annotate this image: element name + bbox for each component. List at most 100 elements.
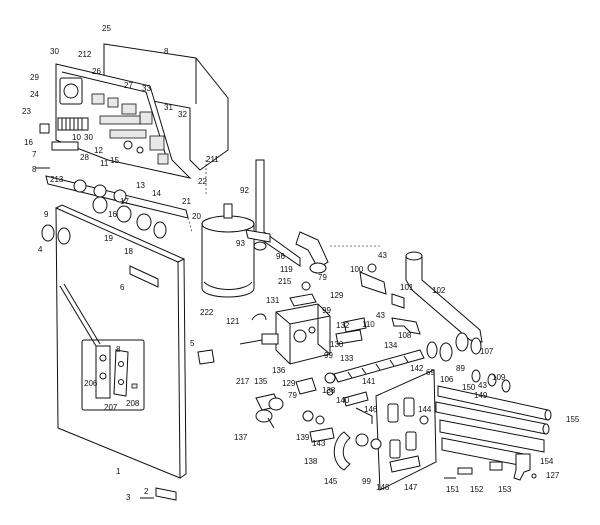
callout-label: 134	[384, 341, 398, 350]
callout-label: 148	[376, 483, 390, 492]
callout-label: 138	[322, 386, 336, 395]
callout-label: 79	[288, 391, 297, 400]
callout-label: 10	[72, 133, 81, 142]
callout-label: 147	[404, 483, 418, 492]
callout-label: 144	[418, 405, 432, 414]
callout-label: 25	[102, 24, 111, 33]
callout-label: 136	[272, 366, 286, 375]
callout-label: 11	[100, 159, 109, 168]
front-casing-panel	[41, 204, 187, 501]
callout-label: 207	[104, 403, 118, 412]
callout-label: 29	[30, 73, 39, 82]
callout-label: 222	[200, 308, 214, 317]
callout-label: 110	[362, 320, 375, 329]
expansion-vessel	[201, 203, 255, 298]
callout-label: 8	[164, 47, 169, 56]
callout-label: 28	[80, 153, 89, 162]
callout-label: 109	[492, 373, 506, 382]
callout-label: 129	[330, 291, 344, 300]
small-fittings	[197, 349, 335, 443]
callout-label: 146	[364, 405, 378, 414]
callout-label: 154	[540, 457, 554, 466]
callout-label: 106	[440, 375, 454, 384]
burner-assembly	[324, 349, 552, 491]
callout-label: 140	[336, 396, 350, 405]
callout-label: 152	[470, 485, 484, 494]
callout-label: 129	[282, 379, 296, 388]
callout-label: 14	[152, 189, 161, 198]
callout-label: 151	[446, 485, 460, 494]
callout-label: 102	[432, 286, 446, 295]
callout-label: 92	[240, 186, 249, 195]
callout-label: 99	[324, 351, 333, 360]
callout-label: 26	[92, 67, 101, 76]
gas-valve-assembly	[239, 281, 367, 365]
callout-label: 208	[126, 399, 140, 408]
callout-label: 15	[110, 156, 119, 165]
callout-label: 155	[566, 415, 580, 424]
callout-label: 145	[324, 477, 338, 486]
callout-label: 130	[330, 340, 344, 349]
callout-label: 1	[116, 467, 121, 476]
control-box-assembly	[36, 43, 229, 239]
callout-label: 13	[136, 181, 145, 190]
callout-label: 43	[378, 251, 387, 260]
callout-label: 138	[304, 457, 318, 466]
callout-label: 33	[142, 84, 151, 93]
callout-label: 101	[400, 283, 414, 292]
callout-label: 16	[24, 138, 33, 147]
callout-label: 23	[22, 107, 31, 116]
callout-label: 9	[44, 210, 49, 219]
callout-label: 131	[266, 296, 280, 305]
callout-label: 99	[362, 477, 371, 486]
callout-label: 217	[236, 377, 250, 386]
callout-label: 43	[376, 311, 385, 320]
callout-label: 19	[104, 234, 113, 243]
callout-label: 121	[226, 317, 240, 326]
callout-label: 27	[124, 81, 133, 90]
pipework	[245, 159, 483, 362]
callout-label: 30	[50, 47, 59, 56]
callout-label: 89	[456, 364, 465, 373]
callout-label: 17	[120, 197, 129, 206]
callout-label: 43	[478, 381, 487, 390]
callout-label: 206	[84, 379, 98, 388]
callout-label: 12	[94, 146, 103, 155]
callout-label: 107	[480, 347, 494, 356]
callout-label: 31	[164, 103, 173, 112]
callout-label: 212	[78, 50, 92, 59]
callout-label: 127	[546, 471, 560, 480]
callout-label: 8	[116, 345, 121, 354]
callout-label: 32	[178, 110, 187, 119]
callout-label: 141	[362, 377, 376, 386]
callout-label: 153	[498, 485, 512, 494]
callout-label: 143	[312, 439, 326, 448]
callout-label: 132	[336, 321, 350, 330]
callout-label: 21	[182, 197, 191, 206]
callout-label: 93	[236, 239, 245, 248]
callout-label: 99	[322, 306, 331, 315]
callout-label: 69	[426, 368, 435, 377]
callout-label: 3	[126, 493, 131, 502]
callout-label: 119	[280, 265, 293, 274]
callout-label: 215	[278, 277, 292, 286]
callout-label: 5	[190, 339, 195, 348]
callout-label: 7	[32, 150, 37, 159]
callout-label: 2	[144, 487, 149, 496]
callout-label: 4	[38, 245, 43, 254]
callout-label: 16	[108, 210, 117, 219]
callout-label: 149	[474, 391, 488, 400]
callout-label: 18	[124, 247, 133, 256]
callout-label: 213	[50, 175, 64, 184]
callout-label: 100	[350, 265, 364, 274]
callout-label: 96	[276, 252, 285, 261]
callout-label: 135	[254, 377, 268, 386]
callout-label: 79	[318, 273, 327, 282]
callout-label: 20	[192, 212, 201, 221]
callout-label: 24	[30, 90, 39, 99]
callout-label: 133	[340, 354, 354, 363]
callout-label: 22	[198, 177, 207, 186]
callout-label: 139	[296, 433, 310, 442]
callout-label: 6	[120, 283, 125, 292]
